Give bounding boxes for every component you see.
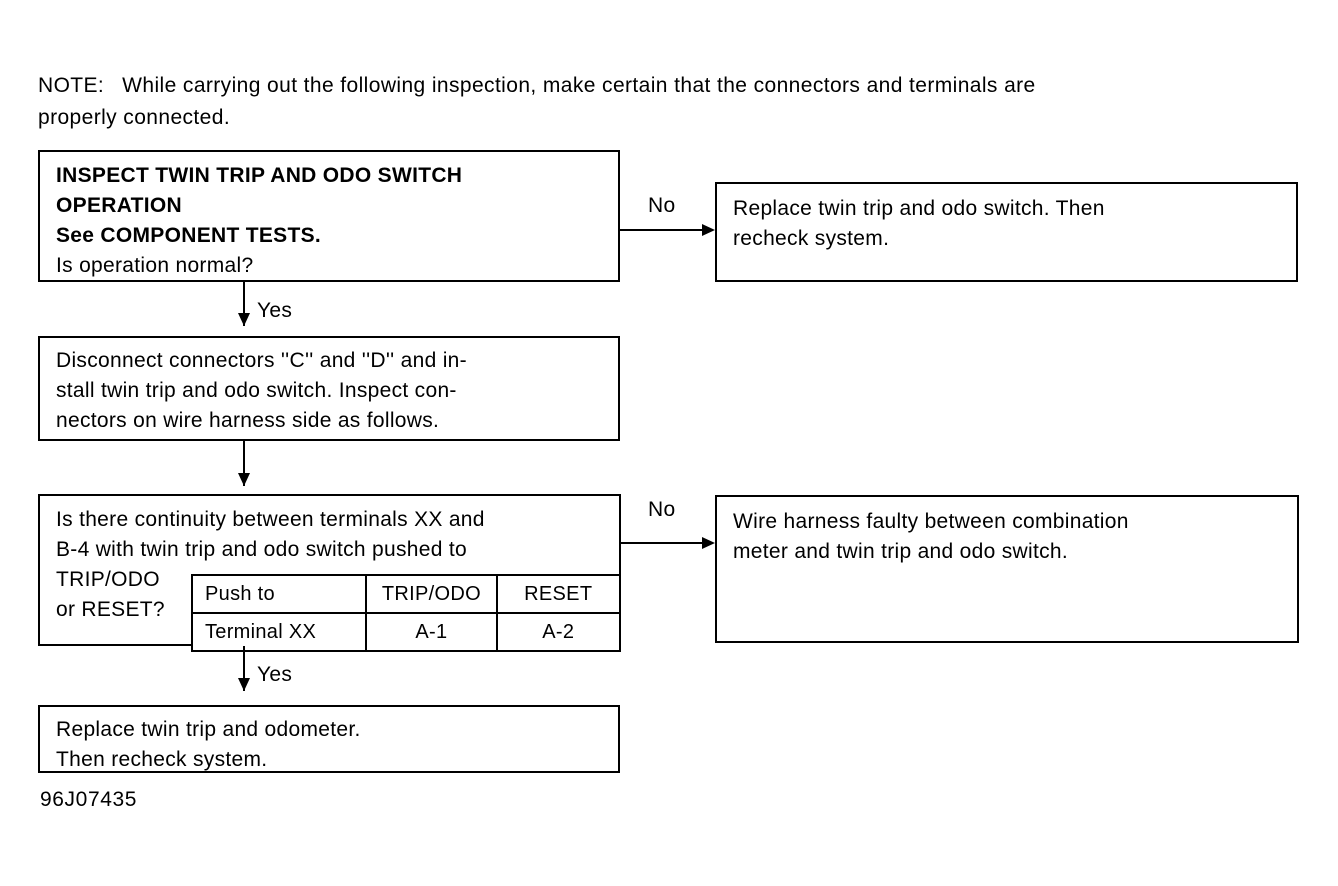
edge-no-1-line — [620, 229, 706, 231]
box-replace-twin-trip-odometer: Replace twin trip and odometer. Then rec… — [38, 705, 620, 773]
box-inspect-switch-operation: INSPECT TWIN TRIP AND ODO SWITCH OPERATI… — [38, 150, 620, 282]
edge-label-yes-2: Yes — [257, 663, 293, 686]
edge-no-1-arrowhead — [702, 224, 715, 236]
box-inspect-line-2: OPERATION — [56, 194, 182, 217]
box-continuity-line-4: or RESET? — [56, 598, 165, 621]
box-inspect-line-1: INSPECT TWIN TRIP AND ODO SWITCH — [56, 164, 463, 187]
box-disconnect-line-2: stall twin trip and odo switch. Inspect … — [56, 379, 457, 402]
table-cell-reset-header: RESET — [495, 574, 621, 614]
box-wire-harness-line-1: Wire harness faulty between combination — [733, 510, 1129, 533]
box-disconnect-connectors: Disconnect connectors ''C'' and ''D'' an… — [38, 336, 620, 441]
box-wire-harness-faulty: Wire harness faulty between combination … — [715, 495, 1299, 643]
box-disconnect-line-3: nectors on wire harness side as follows. — [56, 409, 440, 432]
box-replace-odometer-line-2: Then recheck system. — [56, 748, 268, 771]
edge-label-yes-1: Yes — [257, 299, 293, 322]
box-replace-switch-text: Replace twin trip and odo switch. Then r… — [733, 194, 1290, 254]
table-cell-terminal-reset: A-2 — [495, 612, 621, 652]
box-continuity-line-1: Is there continuity between terminals XX… — [56, 508, 485, 531]
table-cell-terminal-header: Terminal XX — [190, 612, 368, 652]
edge-yes-1-arrowhead — [238, 313, 250, 326]
note-label: NOTE: — [38, 74, 105, 97]
box-continuity-line-3: TRIP/ODO — [56, 568, 160, 591]
box-replace-twin-trip-odo-switch: Replace twin trip and odo switch. Then r… — [715, 182, 1298, 282]
box-replace-switch-line-1: Replace twin trip and odo switch. Then — [733, 197, 1105, 220]
edge-yes-2-line — [243, 646, 245, 691]
box-replace-switch-line-2: recheck system. — [733, 227, 890, 250]
figure-code: 96J07435 — [40, 788, 138, 811]
edge-no-2-line — [621, 542, 706, 544]
box-wire-harness-text: Wire harness faulty between combination … — [733, 507, 1291, 567]
box-inspect-text: INSPECT TWIN TRIP AND ODO SWITCH OPERATI… — [56, 161, 612, 281]
edge-label-no-2: No — [648, 498, 676, 521]
box-replace-odometer-line-1: Replace twin trip and odometer. — [56, 718, 361, 741]
box-inspect-line-3: See COMPONENT TESTS. — [56, 224, 322, 247]
note-line-1: While carrying out the following inspect… — [122, 74, 1036, 97]
edge-2-line — [243, 441, 245, 486]
box-disconnect-text: Disconnect connectors ''C'' and ''D'' an… — [56, 346, 612, 436]
table-cell-terminal-trip-odo: A-1 — [365, 612, 498, 652]
note-paragraph: NOTE: While carrying out the following in… — [38, 70, 1308, 134]
edge-label-no-1: No — [648, 194, 676, 217]
table-row: Push to TRIP/ODO RESET — [190, 574, 621, 614]
box-continuity-text: Is there continuity between terminals XX… — [56, 505, 485, 625]
box-replace-odometer-text: Replace twin trip and odometer. Then rec… — [56, 715, 612, 775]
box-continuity-check: Is there continuity between terminals XX… — [38, 494, 621, 652]
edge-no-2-arrowhead — [702, 537, 715, 549]
switch-terminal-table: Push to TRIP/ODO RESET Terminal XX A-1 A… — [190, 574, 621, 652]
box-wire-harness-line-2: meter and twin trip and odo switch. — [733, 540, 1068, 563]
note-line-2: properly connected. — [38, 106, 231, 129]
edge-yes-1-line — [243, 282, 245, 326]
edge-2-arrowhead — [238, 473, 250, 486]
table-cell-trip-odo-header: TRIP/ODO — [365, 574, 498, 614]
box-disconnect-line-1: Disconnect connectors ''C'' and ''D'' an… — [56, 349, 467, 372]
table-cell-push-to-header: Push to — [190, 574, 368, 614]
table-row: Terminal XX A-1 A-2 — [190, 612, 621, 652]
box-continuity-line-2: B-4 with twin trip and odo switch pushed… — [56, 538, 467, 561]
edge-yes-2-arrowhead — [238, 678, 250, 691]
box-inspect-line-4: Is operation normal? — [56, 254, 254, 277]
